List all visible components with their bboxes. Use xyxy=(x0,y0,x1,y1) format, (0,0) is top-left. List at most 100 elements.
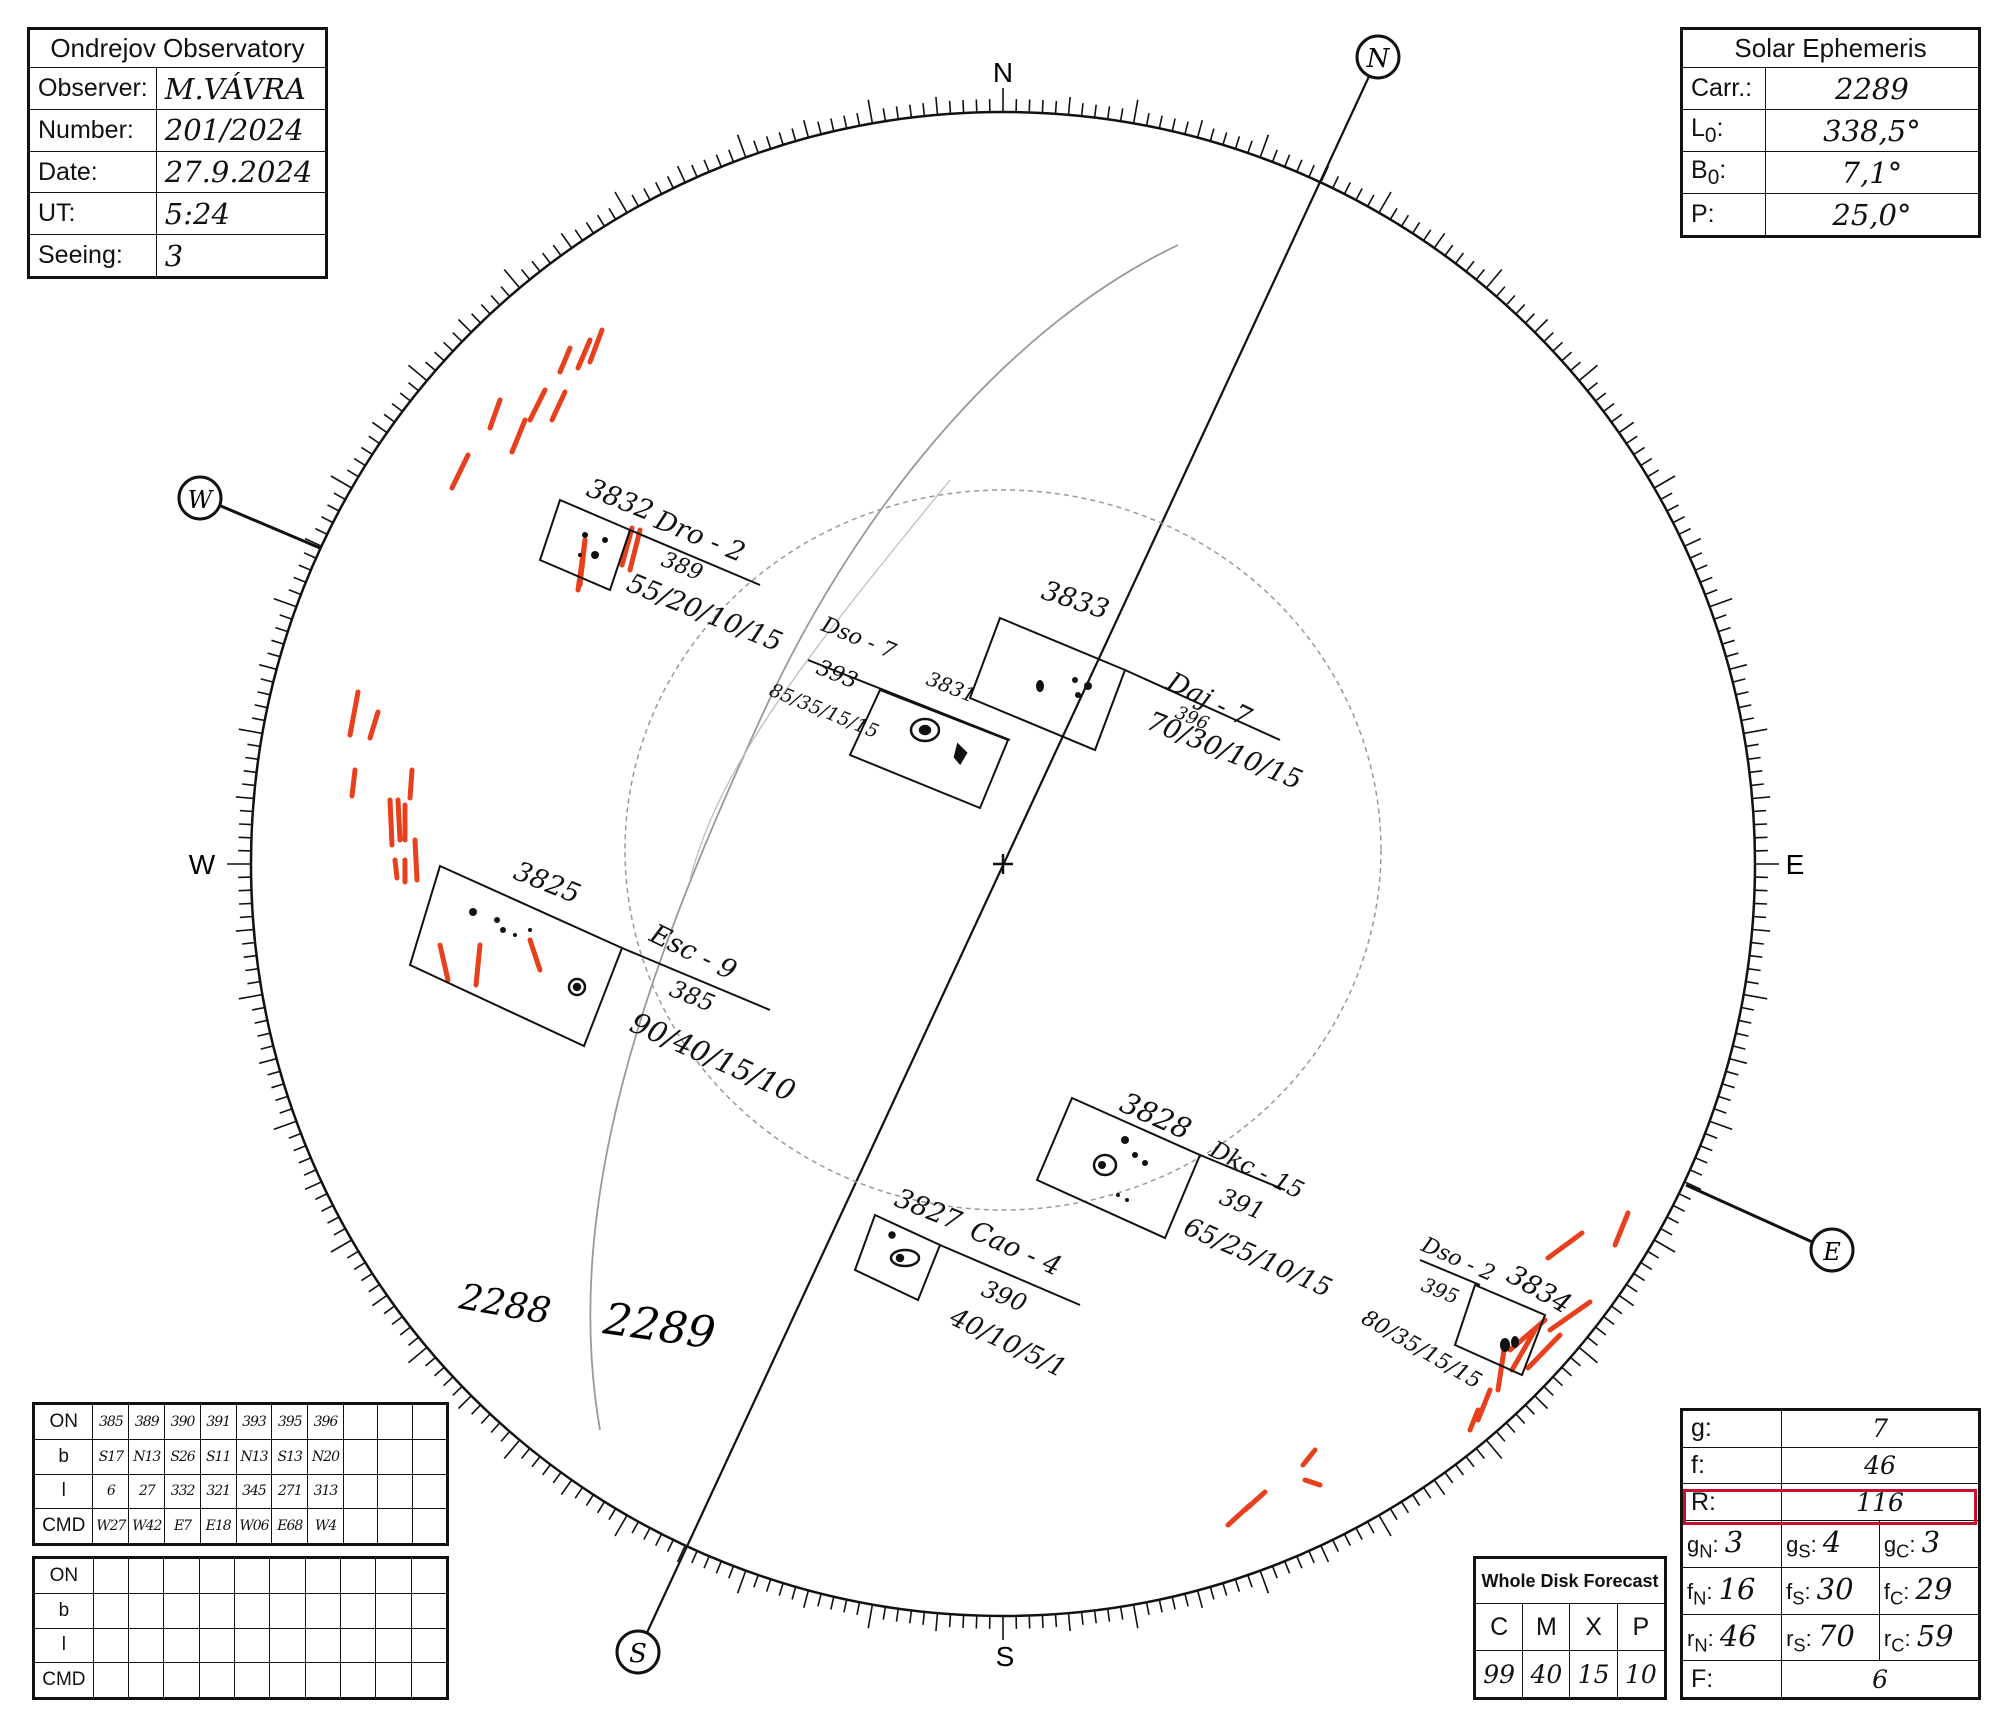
rc-cell: rC: 59 xyxy=(1878,1613,1980,1662)
history-2-row-label: l xyxy=(34,1627,94,1664)
east-marker-line xyxy=(1685,1183,1831,1252)
degree-tick xyxy=(1145,1602,1150,1616)
history-2-cell xyxy=(234,1592,271,1629)
degree-tick xyxy=(1534,318,1549,333)
degree-tick xyxy=(541,252,552,264)
degree-tick xyxy=(327,1216,340,1224)
carr-label: Carr.: xyxy=(1682,67,1766,111)
degree-tick xyxy=(753,1574,759,1588)
forecast-class-m: M xyxy=(1522,1603,1571,1651)
degree-tick xyxy=(1378,191,1392,214)
degree-tick xyxy=(614,191,628,214)
degree-tick xyxy=(791,128,797,142)
cardinal-w-label: W xyxy=(189,849,216,880)
history-2-cell xyxy=(198,1627,236,1664)
degree-tick xyxy=(1411,221,1421,234)
degree-tick xyxy=(238,889,252,892)
ut-label: UT: xyxy=(29,192,157,236)
degree-tick xyxy=(1296,159,1303,173)
degree-tick xyxy=(503,1439,521,1460)
degree-tick xyxy=(1495,1430,1506,1442)
f-label: f: xyxy=(1681,1446,1783,1485)
degree-tick xyxy=(962,99,965,114)
group-3831-values: 85/35/15/15 xyxy=(766,679,882,743)
degree-tick xyxy=(293,576,307,584)
degree-tick xyxy=(275,626,289,633)
ephemeris-title: Solar Ephemeris xyxy=(1682,28,1979,69)
history-2-cell xyxy=(163,1627,200,1664)
history-2-cell xyxy=(304,1662,341,1698)
degree-tick xyxy=(298,1157,312,1164)
observation-info-box: Ondrejov Observatory Observer:M.VÁVRA Nu… xyxy=(27,27,328,279)
degree-tick xyxy=(830,118,835,132)
history-1-cell xyxy=(411,1438,448,1475)
degree-tick xyxy=(452,332,463,343)
degree-tick xyxy=(1080,103,1084,117)
degree-tick xyxy=(1745,980,1759,985)
degree-tick xyxy=(254,704,268,709)
degree-tick xyxy=(1704,1132,1718,1139)
degree-tick xyxy=(251,1006,265,1011)
degree-tick xyxy=(243,954,257,958)
degree-tick xyxy=(1534,1395,1549,1410)
degree-tick xyxy=(1738,704,1752,709)
history-1-cell: 271 xyxy=(271,1473,309,1510)
degree-tick xyxy=(1222,132,1228,146)
degree-tick xyxy=(882,108,887,122)
degree-tick xyxy=(457,1395,472,1410)
history-2-cell xyxy=(304,1627,341,1664)
degree-tick xyxy=(1603,1315,1615,1326)
history-2-cell xyxy=(339,1558,377,1594)
degree-tick xyxy=(1741,717,1755,722)
degree-tick xyxy=(1106,106,1111,120)
history-1-row-label: l xyxy=(33,1473,94,1510)
degree-tick xyxy=(273,1120,297,1131)
degree-tick xyxy=(260,678,274,683)
r-value: 116 xyxy=(1781,1483,1979,1521)
degree-tick xyxy=(922,1611,926,1625)
forecast-class-p: P xyxy=(1616,1603,1666,1651)
degree-tick xyxy=(1709,597,1733,608)
gs-cell: gS: 4 xyxy=(1781,1519,1880,1568)
degree-tick xyxy=(407,1346,428,1364)
degree-tick xyxy=(1713,614,1727,620)
gc-cell: gC: 3 xyxy=(1878,1519,1980,1568)
degree-tick xyxy=(608,1508,617,1521)
degree-tick xyxy=(1561,351,1573,362)
group-3827-spots xyxy=(888,1231,921,1268)
degree-tick xyxy=(433,1366,445,1377)
degree-tick xyxy=(330,1239,353,1253)
degree-tick xyxy=(1411,1494,1421,1507)
degree-tick xyxy=(368,435,381,445)
degree-tick xyxy=(247,743,261,748)
degree-tick xyxy=(703,159,710,173)
degree-tick xyxy=(407,381,420,392)
gn-cell: gN: 3 xyxy=(1681,1519,1783,1568)
ff-label: F: xyxy=(1681,1660,1783,1698)
degree-tick xyxy=(327,504,340,512)
history-2-cell xyxy=(375,1662,412,1698)
degree-tick xyxy=(922,103,926,117)
observer-value: M.VÁVRA xyxy=(155,67,327,110)
group-3827-box xyxy=(853,1213,1081,1306)
group-3825-area: 385 xyxy=(666,975,719,1018)
degree-tick xyxy=(1444,244,1454,257)
history-1-cell: E68 xyxy=(271,1508,309,1544)
degree-tick xyxy=(1271,1565,1278,1579)
degree-tick xyxy=(321,515,334,524)
solar-ephemeris-box: Solar Ephemeris Carr.:2289 L0:338,5° B0:… xyxy=(1680,27,1981,238)
group-3827-noaa: 3827 xyxy=(890,1183,966,1238)
degree-tick xyxy=(235,928,254,932)
degree-tick xyxy=(399,392,411,402)
history-2-cell xyxy=(234,1662,271,1698)
degree-tick xyxy=(1067,96,1071,115)
degree-tick xyxy=(585,221,595,234)
degree-tick xyxy=(243,770,257,774)
degree-tick xyxy=(1524,313,1535,324)
degree-tick xyxy=(500,286,511,298)
degree-tick xyxy=(1743,993,1768,1000)
